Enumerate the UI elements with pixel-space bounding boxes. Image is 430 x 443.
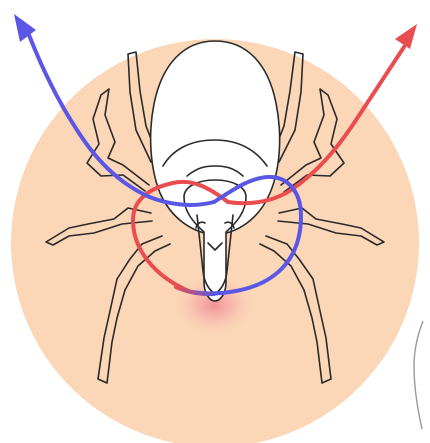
image-edge-arc (414, 321, 423, 429)
red-arrow-head (395, 24, 417, 49)
blue-arrow-head (14, 14, 36, 42)
